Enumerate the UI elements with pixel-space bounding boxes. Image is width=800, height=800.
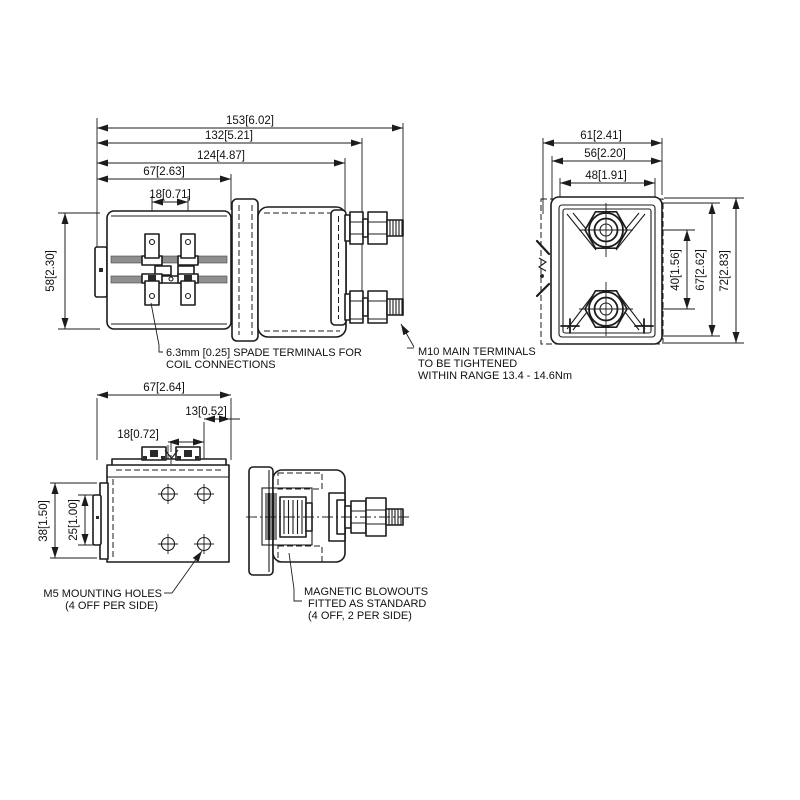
dim-top-mount-depth: 38[1.50] <box>38 500 50 542</box>
contact-assembly <box>261 487 313 546</box>
mounting-flange <box>231 198 259 342</box>
blowouts-note-line3: (4 OFF, 2 PER SIDE) <box>308 610 412 622</box>
annotation-mounting-holes: M5 MOUNTING HOLES (4 OFF PER SIDE) <box>43 550 203 612</box>
m10-terminal-stud-lower <box>344 290 404 324</box>
polarity-marks <box>560 318 654 334</box>
blowouts-note-line2: FITTED AS STANDARD <box>308 598 426 610</box>
coil-spade-terminals-lower <box>141 273 199 306</box>
dim-side-to-outer-nut: 132[5.21] <box>205 130 253 142</box>
m5-mounting-holes <box>158 484 214 554</box>
m5-note-line2: (4 OFF PER SIDE) <box>65 600 158 612</box>
dim-end-terminal-pitch: 40[1.56] <box>670 249 682 291</box>
dim-top-hole-row-pitch: 25[1.00] <box>68 499 80 541</box>
spade-terminals-edge-marks <box>535 239 551 298</box>
dim-top-hole-pitch: 18[0.72] <box>117 429 159 441</box>
dim-side-overall-length: 153[6.02] <box>226 115 274 127</box>
annotation-main-terminals: M10 MAIN TERMINALS TO BE TIGHTENED WITHI… <box>400 323 572 382</box>
m10-terminal-stud-topview <box>246 492 410 542</box>
end-view: 61[2.41] 56[2.20] 48[1.91] 40[1.56] 67[2… <box>535 130 744 345</box>
dim-end-overall-height: 72[2.83] <box>719 250 731 292</box>
dim-side-to-terminal-base: 124[4.87] <box>197 150 245 162</box>
coil-spade-terminals-upper <box>141 233 199 266</box>
m10-note-line3: WITHIN RANGE 13.4 - 14.6Nm <box>418 370 572 382</box>
spade-note-line2: COIL CONNECTIONS <box>166 359 276 371</box>
magnetic-blowout-top <box>277 472 323 490</box>
m5-note-line1: M5 MOUNTING HOLES <box>43 588 162 600</box>
top-view: 67[2.64] 13[0.52] 18[0.72] 38[1.50] 25[1… <box>38 382 428 622</box>
m10-terminal-stud-upper <box>344 211 404 245</box>
dim-end-inner-width: 48[1.91] <box>585 170 627 182</box>
spade-note-line1: 6.3mm [0.25] SPADE TERMINALS FOR <box>166 347 362 359</box>
dim-top-hole-to-edge: 13[0.52] <box>185 406 227 418</box>
m10-note-line2: TO BE TIGHTENED <box>418 358 517 370</box>
m10-terminal-top-face <box>579 203 633 257</box>
side-view: 153[6.02] 132[5.21] 124[4.87] 67[2.63] 1… <box>45 115 572 382</box>
m10-terminal-bottom-face <box>579 282 633 336</box>
dim-end-body-width: 56[2.20] <box>584 148 626 160</box>
annotation-spade-terminals: 6.3mm [0.25] SPADE TERMINALS FOR COIL CO… <box>150 302 362 371</box>
magnetic-blowout-bottom <box>277 545 323 563</box>
dim-end-blowout-width: 61[2.41] <box>580 130 622 142</box>
annotation-magnetic-blowouts: MAGNETIC BLOWOUTS FITTED AS STANDARD (4 … <box>288 552 428 622</box>
dim-side-spade-pitch: 18[0.71] <box>149 189 191 201</box>
m10-note-line1: M10 MAIN TERMINALS <box>418 346 536 358</box>
dim-top-coil-length: 67[2.64] <box>143 382 185 394</box>
coil-spade-terminals-topview <box>141 441 201 464</box>
dim-end-inner-height: 67[2.62] <box>695 249 707 291</box>
dim-side-coil-length: 67[2.63] <box>143 166 185 178</box>
blowouts-note-line1: MAGNETIC BLOWOUTS <box>304 586 428 598</box>
dim-side-coil-height: 58[2.30] <box>45 250 57 292</box>
